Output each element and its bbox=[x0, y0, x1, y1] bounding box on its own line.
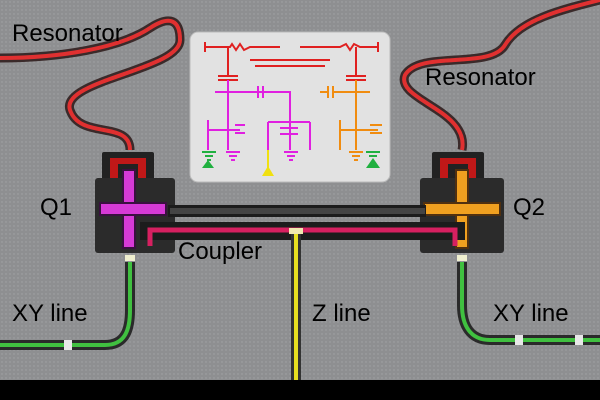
q2-qubit bbox=[420, 152, 504, 253]
bottom-bar bbox=[0, 380, 600, 400]
chip-layout bbox=[0, 0, 600, 380]
circuit-schematic bbox=[189, 31, 391, 183]
chip-photo: Resonator Resonator Q1 Q2 Coupler XY lin… bbox=[0, 0, 600, 380]
xy-line-right-trace bbox=[457, 255, 600, 345]
resonator-right-label: Resonator bbox=[425, 64, 536, 91]
xy-line-right-label: XY line bbox=[493, 300, 569, 327]
coupler-trace bbox=[140, 205, 465, 246]
z-line-trace bbox=[289, 228, 303, 380]
z-line-label: Z line bbox=[312, 300, 371, 327]
coupler-label: Coupler bbox=[178, 238, 263, 265]
xy-line-left-label: XY line bbox=[12, 300, 88, 327]
xy-line-left-trace bbox=[0, 255, 135, 350]
q2-label: Q2 bbox=[513, 194, 546, 221]
resonator-left-label: Resonator bbox=[12, 20, 123, 47]
q1-label: Q1 bbox=[40, 194, 73, 221]
